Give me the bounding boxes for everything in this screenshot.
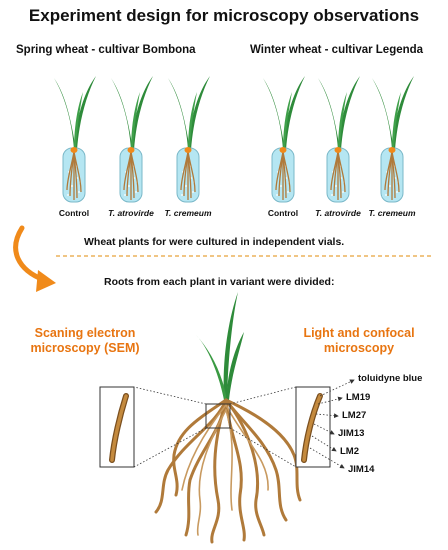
vial-label-spring-cremeum: T. cremeum [164, 208, 212, 218]
vial-spring-cremeum [168, 76, 210, 203]
vial-winter-cremeum [372, 76, 414, 203]
sem-title: Scaning electron microscopy (SEM) [10, 326, 160, 356]
large-plant-fine-roots [181, 404, 269, 536]
large-plant-roots [154, 398, 302, 544]
vial-winter-control [263, 76, 305, 203]
division-note: Roots from each plant in variant were di… [104, 276, 335, 288]
large-plant-leaves [196, 292, 244, 400]
curved-arrow-icon [13, 225, 47, 283]
light-title: Light and confocal microscopy [284, 326, 434, 356]
group-title-spring: Spring wheat - cultivar Bombona [16, 44, 196, 56]
projection-lines [133, 386, 297, 468]
vial-label-winter-cremeum: T. cremeum [368, 208, 416, 218]
stain-toluidyne-blue: toluidyne blue [358, 373, 423, 384]
vial-winter-atroviride [318, 76, 360, 203]
stain-jim13: JIM13 [338, 428, 365, 439]
vial-label-spring-atroviride: T. atrovirde [108, 208, 154, 218]
light-title-line2: microscopy [323, 341, 395, 355]
vials-group [54, 76, 414, 203]
sample-region-box [205, 403, 231, 429]
light-sample-box [295, 386, 331, 468]
vial-spring-control [54, 76, 96, 203]
stain-lm27: LM27 [342, 410, 367, 421]
vial-label-winter-control: Control [267, 208, 299, 218]
diagram-title: Experiment design for microscopy observa… [28, 6, 420, 25]
group-title-winter: Winter wheat - cultivar Legenda [250, 44, 424, 56]
vial-spring-atroviride [111, 76, 153, 203]
vial-label-spring-control: Control [58, 208, 90, 218]
light-title-line1: Light and confocal [303, 326, 415, 340]
culture-note: Wheat plants for were cultured in indepe… [84, 236, 345, 248]
curved-arrow-head-icon [36, 270, 56, 292]
stain-jim14: JIM14 [348, 464, 375, 475]
stain-lm19: LM19 [346, 392, 371, 403]
sem-title-line1: Scaning electron [34, 326, 136, 340]
stain-arrows [309, 379, 355, 469]
sem-title-line2: microscopy (SEM) [30, 341, 140, 355]
vial-label-winter-atroviride: T. atrovirde [315, 208, 361, 218]
stain-lm2: LM2 [340, 446, 359, 457]
